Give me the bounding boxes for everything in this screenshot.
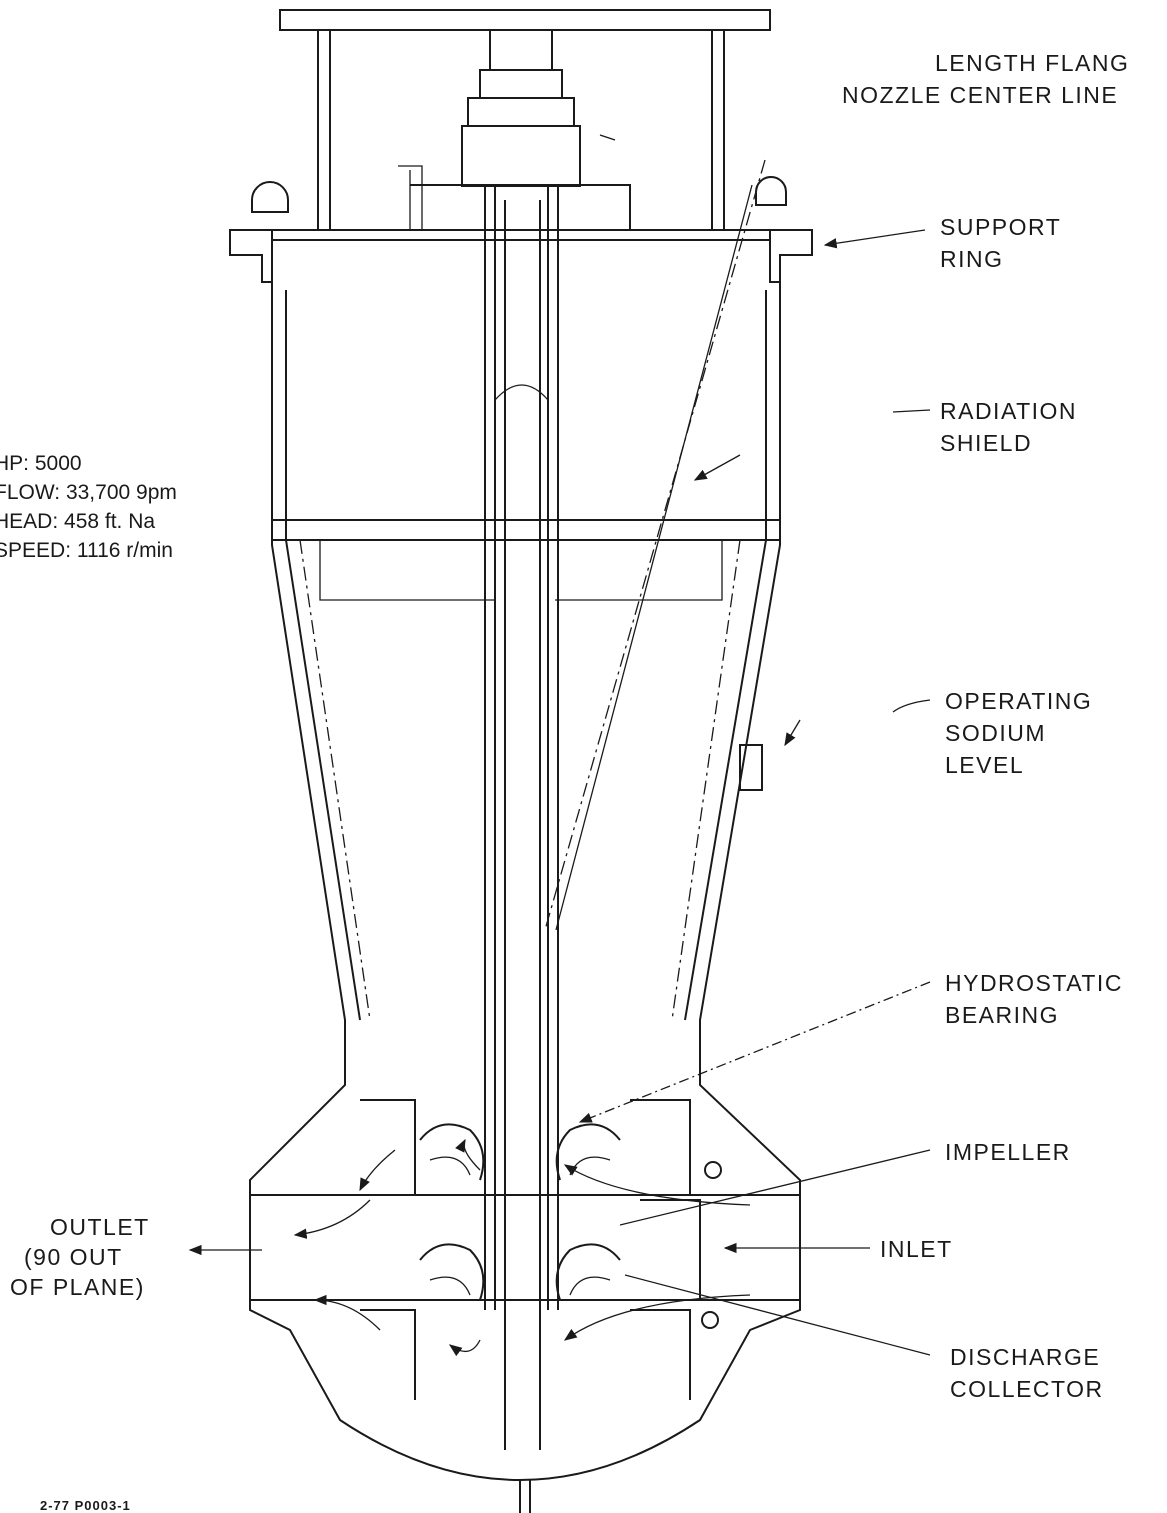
label-length-flange: LENGTH FLANG (935, 50, 1130, 76)
label-radiation-shield-2: SHIELD (940, 430, 1033, 456)
label-outlet: OUTLET (50, 1214, 150, 1240)
support-ring (229, 176, 813, 283)
label-discharge-collector: DISCHARGE (950, 1344, 1101, 1370)
label-radiation-shield: RADIATION (940, 398, 1078, 424)
impeller (419, 1123, 621, 1301)
label-discharge-collector-2: COLLECTOR (950, 1376, 1104, 1402)
instrument-tube (544, 159, 766, 931)
label-operating-sodium-level-2: SODIUM (945, 720, 1046, 746)
label-outlet-2: (90 OUT (24, 1244, 123, 1270)
label-support-ring-2: RING (940, 246, 1004, 272)
drain-nozzle (519, 1480, 531, 1513)
leader-lines (188, 229, 931, 1356)
spec-flow: FLOW: 33,700 9pm (0, 481, 177, 504)
label-support-ring: SUPPORT (940, 214, 1062, 240)
label-hydrostatic-bearing-2: BEARING (945, 1002, 1060, 1028)
spec-hp: HP: 5000 (0, 452, 82, 475)
label-operating-sodium-level-3: LEVEL (945, 752, 1025, 778)
label-outlet-3: OF PLANE) (10, 1274, 145, 1300)
pump-casing (249, 1060, 801, 1481)
label-impeller: IMPELLER (945, 1139, 1071, 1165)
motor-mount-frame (279, 9, 771, 230)
spec-head: HEAD: 458 ft. Na (0, 510, 156, 533)
pump-shaft (484, 185, 559, 1450)
internal-flow-arrows (293, 1138, 751, 1357)
spec-speed: SPEED: 1116 r/min (0, 539, 173, 562)
label-nozzle-center-line: NOZZLE CENTER LINE (842, 82, 1119, 108)
label-operating-sodium-level: OPERATING (945, 688, 1093, 714)
figure-id: 2-77 P0003-1 (40, 1498, 131, 1513)
label-inlet: INLET (880, 1236, 953, 1262)
pump-vessel (271, 282, 781, 1060)
label-hydrostatic-bearing: HYDROSTATIC (945, 970, 1123, 996)
